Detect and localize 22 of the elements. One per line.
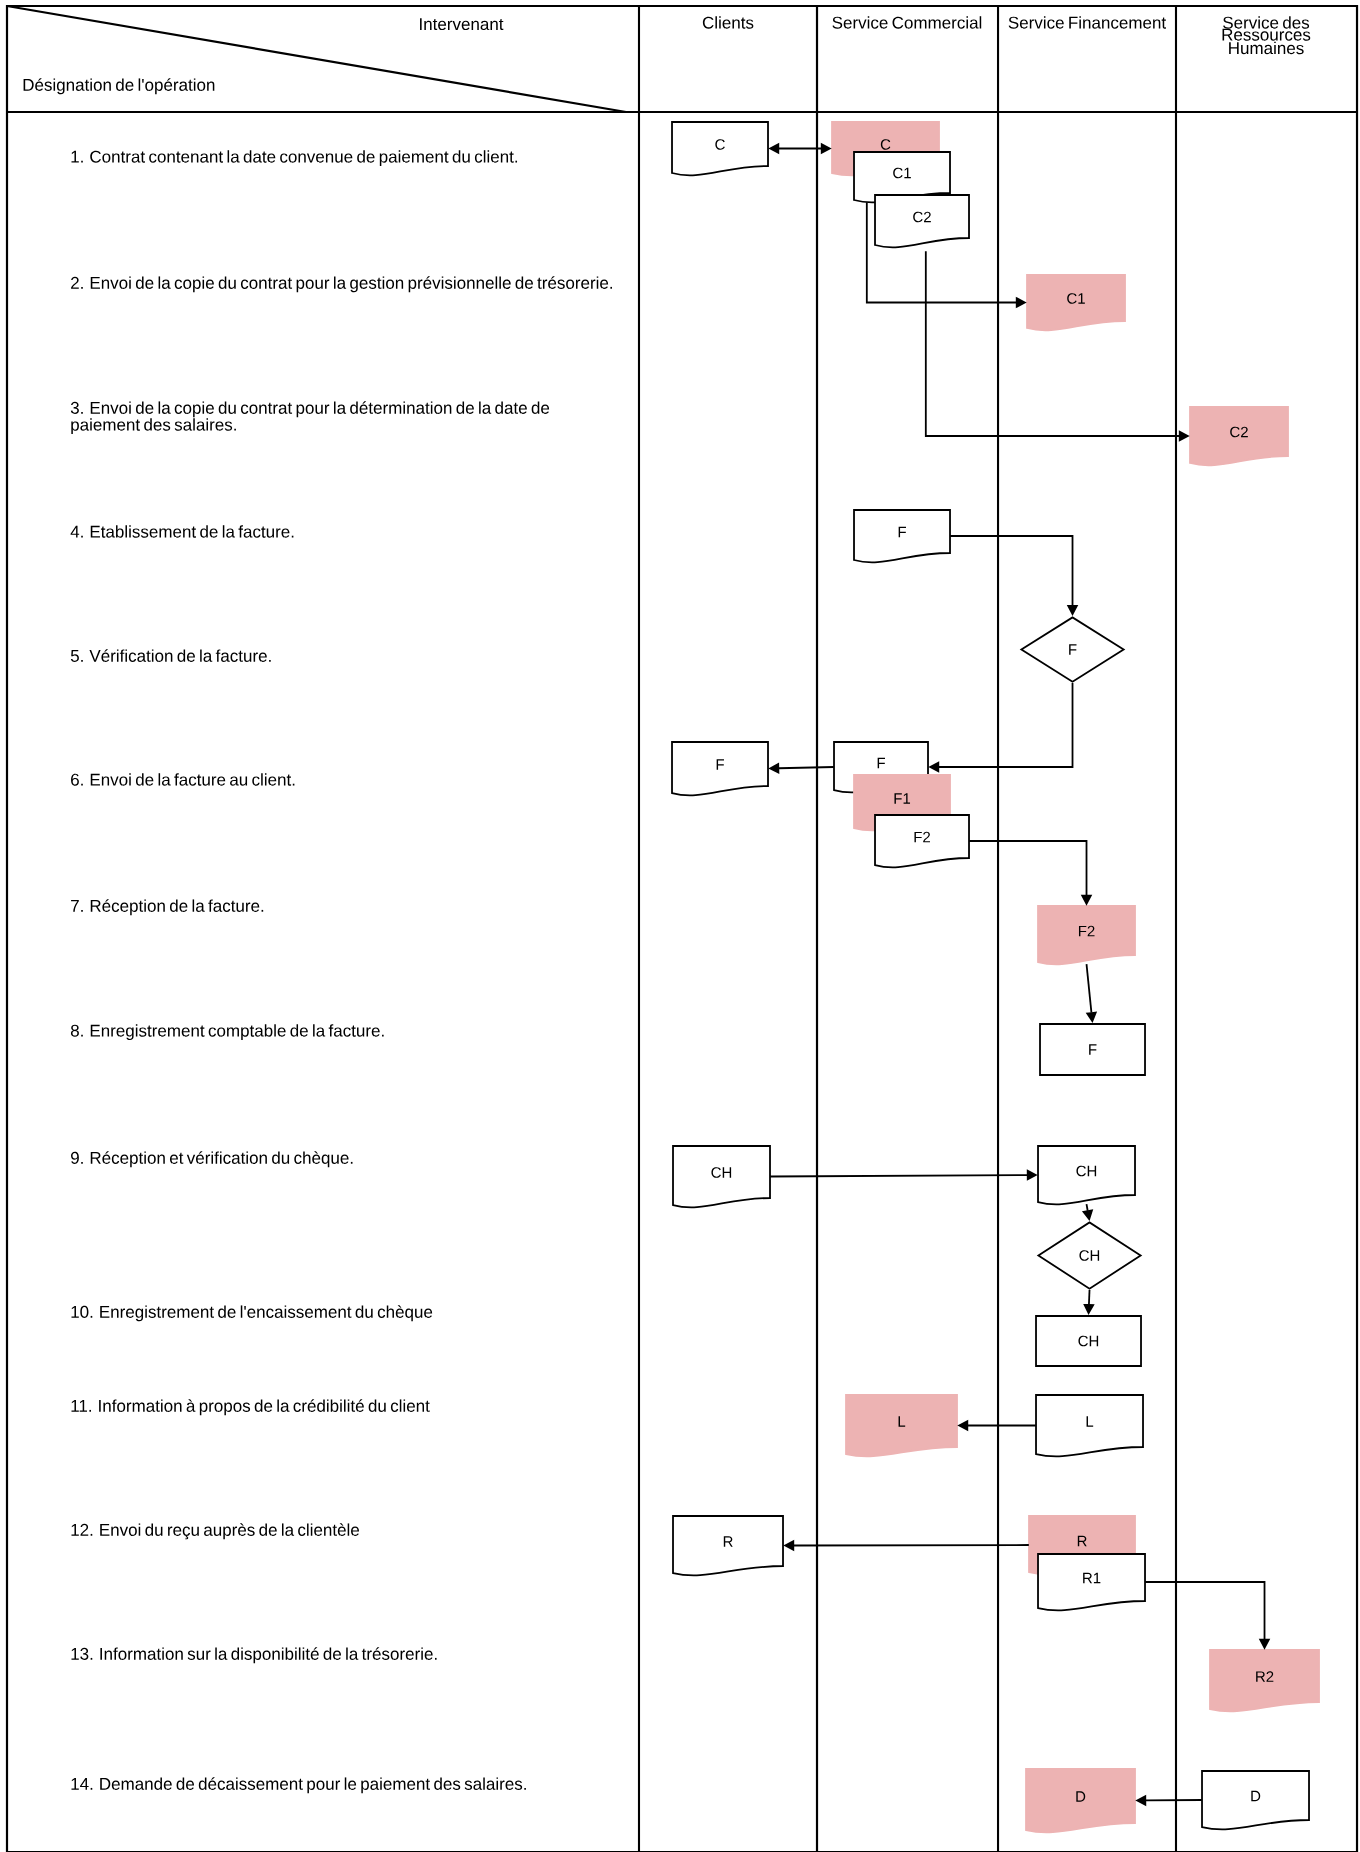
step-text: 9. Réception et vérification du chèque. [71, 1151, 353, 1168]
step-text: 8. Enregistrement comptable de la facture. [70, 1024, 384, 1041]
column-header: Service Commercial [832, 16, 982, 29]
step-text: 14. Demande de décaissement pour le paiement des salaires. [71, 1777, 526, 1794]
process-box: F [1039, 1023, 1146, 1076]
step-text: 5. Vérification de la facture. [70, 649, 271, 662]
column-header: Service des Ressources Humaines [1222, 16, 1311, 55]
step-text: 10. Enregistrement de l'encaissement du chèque [71, 1305, 433, 1322]
step-text: 2. Envoi de la copie du contrat pour la gestion prévisionnelle de trésorerie. [71, 276, 612, 293]
step-text: 1. Contrat contenant la date convenue de paiement du client. [71, 150, 518, 167]
process-box: CH [1035, 1315, 1142, 1367]
step-text: 11. Information à propos de la crédibilité du client [71, 1399, 430, 1416]
column-header: Clients [702, 16, 754, 29]
column-header: Service Financement [1008, 16, 1166, 29]
column-header: Intervenant [420, 18, 504, 31]
step-text: 6. Envoi de la facture au client. [71, 773, 295, 786]
step-text: 12. Envoi du reçu auprès de la clientèle [71, 1523, 359, 1540]
step-text: 13. Information sur la disponibilité de la trésorerie. [71, 1647, 437, 1664]
step-text: 3. Envoi de la copie du contrat pour la détermination de la date de paiement des salaires. [70, 401, 550, 435]
column-header: Désignation de l'opération [23, 78, 215, 95]
step-text: 4. Etablissement de la facture. [70, 525, 294, 538]
step-text: 7. Réception de la facture. [71, 899, 264, 916]
